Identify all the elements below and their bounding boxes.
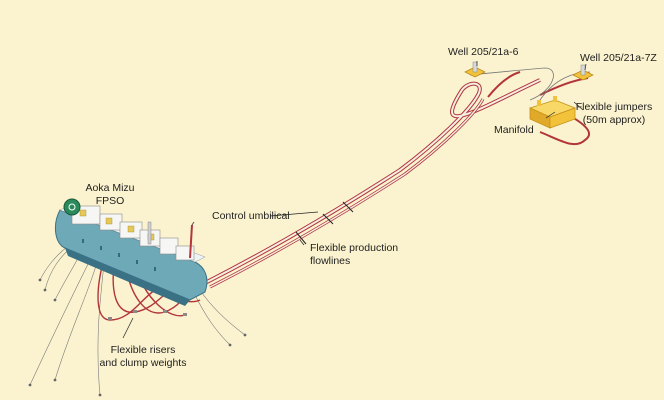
fpso-label: Aoka Mizu FPSO [80, 182, 140, 208]
well-b-label: Well 205/21a-7Z [580, 52, 657, 64]
flowlines-label-line1: Flexible production [310, 242, 399, 254]
fpso-label-line2: FPSO [95, 195, 125, 207]
flowlines-label-line2: flowlines [310, 255, 351, 267]
wellhead-b-icon [572, 64, 594, 81]
fpso-label-line1: Aoka Mizu [85, 182, 135, 194]
control-umbilical-label: Control umbilical [212, 210, 290, 222]
wellhead-a-icon [464, 61, 486, 78]
production-flowlines [204, 78, 541, 289]
manifold-icon [528, 96, 577, 129]
jumpers-label-line2: (50m approx) [582, 114, 646, 126]
fpso-vessel-icon [54, 198, 208, 306]
mooring-anchors [28, 278, 247, 397]
risers-label-line1: Flexible risers [110, 344, 176, 356]
label-leader-lines [122, 61, 587, 339]
well-a-label: Well 205/21a-6 [448, 46, 519, 58]
jumpers-label-line1: Flexible jumpers [575, 101, 653, 113]
risers-label-line2: and clump weights [99, 357, 187, 369]
clump-weights [108, 310, 187, 320]
risers-label: Flexible risers and clump weights [88, 344, 198, 370]
pipe-break-marks [295, 201, 354, 245]
manifold-label: Manifold [494, 124, 534, 136]
jumpers-label: Flexible jumpers (50m approx) [568, 101, 660, 127]
flowlines-label: Flexible production flowlines [310, 242, 398, 268]
